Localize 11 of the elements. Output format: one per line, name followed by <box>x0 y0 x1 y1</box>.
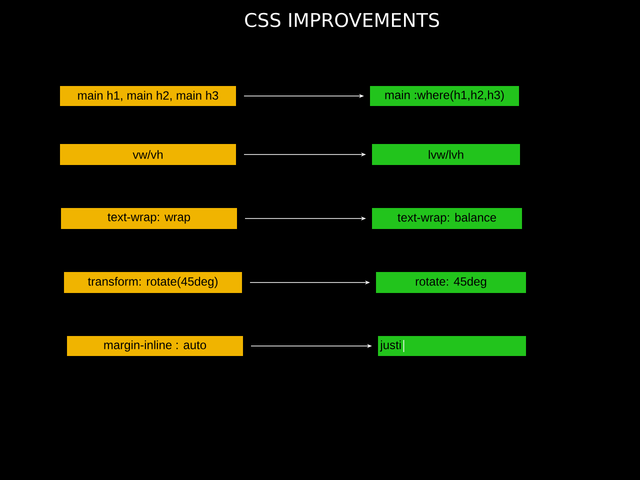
code-box: rotate: 45deg <box>376 272 526 293</box>
code-box: main :where(h1,h2,h3) <box>370 86 519 106</box>
code-box: vw/vh <box>60 144 236 165</box>
code-box: main h1, main h2, main h3 <box>60 86 236 106</box>
code-box: text-wrap: wrap <box>61 208 237 229</box>
code-box: lvw/lvh <box>372 144 520 165</box>
code-box: transform: rotate(45deg) <box>64 272 242 293</box>
code-box: margin-inline : auto <box>67 336 243 356</box>
title: CSS IMPROVEMENTS <box>245 12 439 28</box>
code-box: justi <box>378 336 526 356</box>
code-box: text-wrap: balance <box>372 208 522 229</box>
